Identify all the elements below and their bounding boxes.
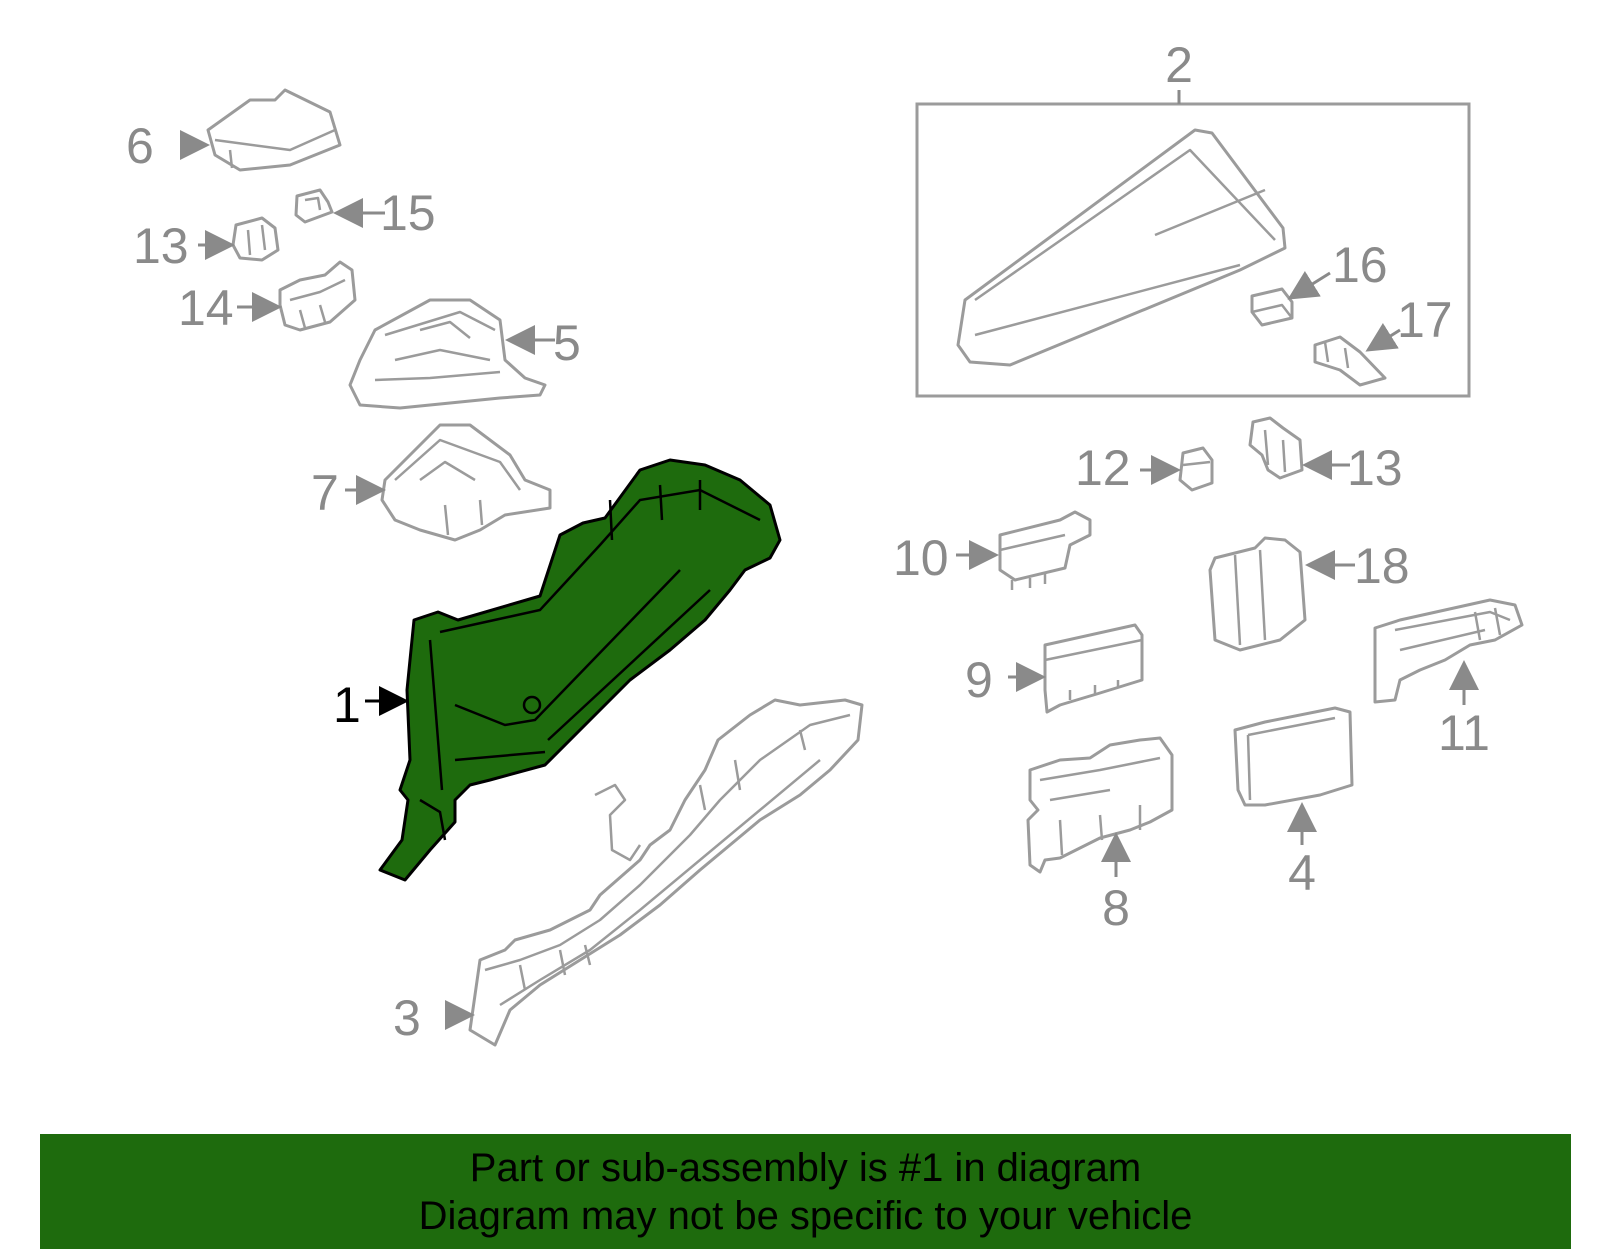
callout-10: 10 (893, 530, 949, 586)
part-18 (1208, 536, 1307, 652)
part-3-bracket (468, 698, 864, 1047)
part-7 (380, 423, 552, 542)
callout-6: 6 (126, 118, 154, 174)
callout-15: 15 (380, 185, 436, 241)
part-1-fuse-box-body (378, 458, 782, 882)
callout-13-right: 13 (1347, 440, 1403, 496)
callout-17: 17 (1397, 292, 1453, 348)
part-2-group-box (915, 102, 1471, 398)
callout-5: 5 (553, 315, 581, 371)
part-14 (278, 260, 357, 332)
banner-line-1: Part or sub-assembly is #1 in diagram (469, 1146, 1142, 1190)
part-4 (1233, 706, 1354, 807)
callout-4: 4 (1288, 845, 1316, 901)
part-16 (1250, 287, 1294, 327)
part-10 (998, 510, 1092, 590)
part-2-cover (956, 128, 1287, 367)
part-15 (294, 188, 334, 224)
callout-1: 1 (333, 677, 361, 733)
part-8 (1026, 736, 1174, 874)
callout-13-left: 13 (133, 218, 189, 274)
part-13-right (1248, 416, 1304, 480)
callout-7: 7 (311, 465, 339, 521)
callout-18: 18 (1354, 538, 1410, 594)
callout-16: 16 (1332, 237, 1388, 293)
info-banner: Part or sub-assembly is #1 in diagram Di… (40, 1134, 1571, 1249)
part-17 (1313, 335, 1387, 387)
banner-line-2: Diagram may not be specific to your vehi… (418, 1194, 1193, 1238)
callout-12: 12 (1075, 440, 1131, 496)
callout-14: 14 (178, 280, 234, 336)
part-12 (1178, 446, 1214, 492)
part-5 (348, 298, 547, 410)
callout-2: 2 (1165, 37, 1193, 93)
part-6 (206, 88, 342, 172)
part-11 (1373, 598, 1524, 704)
callout-3: 3 (393, 990, 421, 1046)
callout-9: 9 (965, 652, 993, 708)
callout-11: 11 (1438, 705, 1490, 761)
part-13-left (231, 216, 280, 262)
part-9 (1043, 623, 1144, 714)
callout-8: 8 (1102, 880, 1130, 936)
